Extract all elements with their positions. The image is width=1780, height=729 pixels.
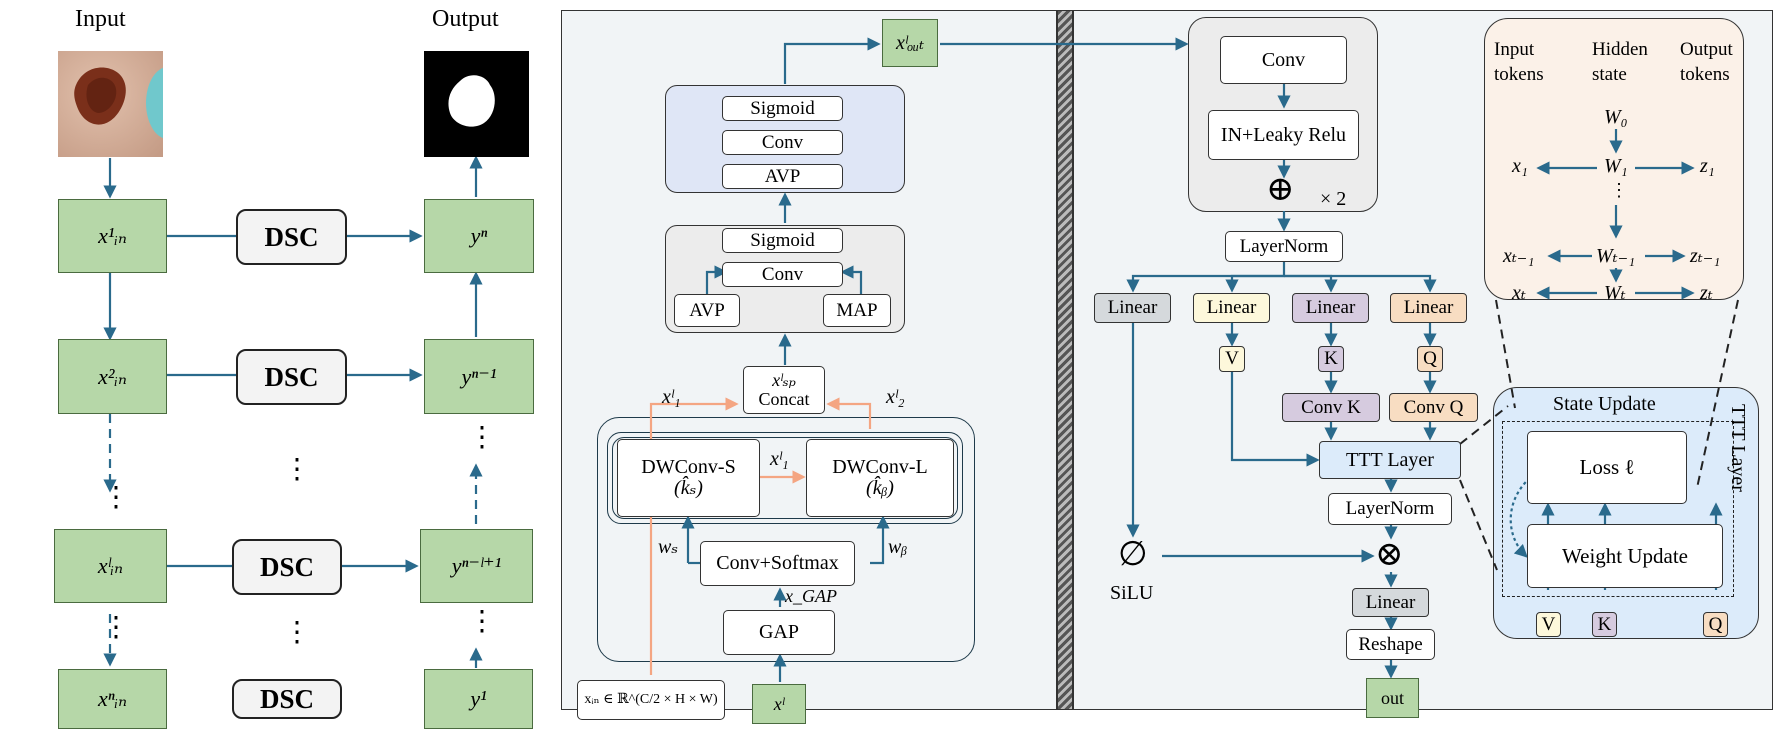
output-tokens-header: Output tokens bbox=[1680, 39, 1733, 85]
in-leaky-relu: IN+Leaky Relu bbox=[1208, 110, 1359, 160]
silu-label: SiLU bbox=[1110, 582, 1154, 604]
layernorm-bottom: LayerNorm bbox=[1328, 493, 1452, 525]
reshape-node: Reshape bbox=[1346, 629, 1435, 660]
k-token: K bbox=[1318, 346, 1344, 372]
ellipsis-right-2: ⋮ bbox=[468, 606, 496, 637]
ellipsis-dsc-1: ⋮ bbox=[283, 454, 311, 485]
map-mid: MAP bbox=[823, 294, 891, 327]
ellipsis-right-1: ⋮ bbox=[468, 422, 496, 453]
linear-q-branch: Linear bbox=[1390, 293, 1467, 323]
sigmoid-mid: Sigmoid bbox=[722, 228, 843, 253]
concat-node: xˡₛₚ Concat bbox=[743, 366, 825, 414]
x2-label: xˡ₂ bbox=[886, 386, 905, 408]
x1-label: xˡ₁ bbox=[662, 386, 681, 408]
dsc-block-1: DSC bbox=[236, 209, 347, 265]
w0-label: W₀ bbox=[1604, 106, 1628, 128]
ellipsis-left-1: ⋮ bbox=[102, 482, 130, 513]
input-dims-node: xᵢₙ ∈ ℝ^(C/2 × H × W) bbox=[577, 680, 725, 720]
xgap-label: x_GAP bbox=[785, 586, 837, 606]
dwconv-l-label: DWConv-L bbox=[832, 456, 928, 478]
ellipsis-dsc-2: ⋮ bbox=[283, 617, 311, 648]
ellipsis-left-2: ⋮ bbox=[102, 612, 130, 643]
concat-label: Concat bbox=[758, 389, 810, 409]
x-in-l-node: xˡᵢₙ bbox=[54, 529, 167, 603]
state-update-dashed bbox=[1502, 421, 1734, 597]
dwconv-s-node: DWConv-S (k̂ₛ) bbox=[617, 439, 760, 517]
gap-node: GAP bbox=[723, 610, 835, 655]
zt1-token: zₜ₋₁ bbox=[1690, 245, 1721, 267]
conv-k-node: Conv K bbox=[1282, 393, 1380, 422]
ttt-layer-node: TTT Layer bbox=[1319, 441, 1461, 479]
y-n-node: yⁿ bbox=[424, 199, 534, 273]
output-mask-image bbox=[424, 51, 529, 157]
sigmoid-top: Sigmoid bbox=[722, 96, 843, 121]
y-1-node: y¹ bbox=[424, 669, 533, 729]
dwconv-group bbox=[607, 432, 963, 524]
x-in-2-node: x²ᵢₙ bbox=[58, 339, 167, 414]
architecture-diagram: Input Output x¹ᵢₙ x²ᵢₙ xˡᵢₙ xⁿᵢₙ yⁿ yⁿ⁻¹… bbox=[54, 6, 1773, 729]
x-out-node: xˡₒᵤₜ bbox=[882, 19, 938, 67]
state-k-token: K bbox=[1592, 612, 1617, 637]
linear-k-branch: Linear bbox=[1292, 293, 1369, 323]
wt-label: Wₜ bbox=[1604, 282, 1626, 304]
loss-node: Loss ℓ bbox=[1527, 431, 1687, 504]
dsc-block-n: DSC bbox=[232, 679, 342, 719]
conv-mid: Conv bbox=[722, 262, 843, 287]
times-two-label: × 2 bbox=[1320, 188, 1347, 210]
zt-token: zₜ bbox=[1700, 282, 1713, 304]
dwconv-l-node: DWConv-L (k̂ᵦ) bbox=[806, 439, 954, 517]
conv-top: Conv bbox=[722, 130, 843, 155]
x1-mid-label: xˡ₁ bbox=[770, 448, 789, 470]
x-in-n-node: xⁿᵢₙ bbox=[58, 669, 167, 729]
dwconv-l-kernel: (k̂ᵦ) bbox=[866, 477, 894, 499]
linear-bottom: Linear bbox=[1352, 588, 1429, 617]
q-token: Q bbox=[1417, 346, 1443, 372]
linear-v-branch: Linear bbox=[1193, 293, 1270, 323]
input-lesion-image bbox=[58, 51, 163, 157]
dsc-block-l: DSC bbox=[232, 539, 342, 595]
dwconv-group-inner bbox=[612, 437, 958, 519]
z1-token: z₁ bbox=[1700, 155, 1715, 177]
x-in-1-node: x¹ᵢₙ bbox=[58, 199, 167, 273]
dwconv-s-kernel: (k̂ₛ) bbox=[674, 477, 703, 499]
ttt-ellipsis: ⋮ bbox=[1610, 180, 1628, 200]
v-token: V bbox=[1219, 346, 1245, 372]
ttt-detail-panel bbox=[1484, 18, 1744, 300]
conv-q-node: Conv Q bbox=[1389, 393, 1478, 422]
state-v-token: V bbox=[1536, 612, 1561, 637]
silu-gate-icon: ∅ bbox=[1118, 536, 1148, 573]
state-update-title: State Update bbox=[1553, 393, 1656, 415]
layernorm-top: LayerNorm bbox=[1225, 231, 1343, 262]
xl-bottom-node: xˡ bbox=[752, 684, 806, 724]
x1-token: x₁ bbox=[1512, 155, 1528, 177]
wb-label: wᵦ bbox=[888, 536, 908, 558]
conv-softmax-node: Conv+Softmax bbox=[700, 541, 855, 586]
ws-label: wₛ bbox=[658, 536, 679, 558]
multiply-icon: ⊗ bbox=[1375, 536, 1404, 573]
residual-plus-icon: ⊕ bbox=[1266, 171, 1295, 208]
state-q-token: Q bbox=[1703, 612, 1728, 637]
connector-lines bbox=[103, 37, 1739, 682]
dwconv-s-label: DWConv-S bbox=[641, 456, 736, 478]
w1-label: W₁ bbox=[1604, 155, 1628, 177]
avp-top: AVP bbox=[722, 164, 843, 189]
dsc-block-2: DSC bbox=[236, 349, 347, 405]
y-n-l-1-node: yⁿ⁻ˡ⁺¹ bbox=[420, 529, 533, 603]
y-n-1-node: yⁿ⁻¹ bbox=[424, 339, 534, 414]
xt-token: xₜ bbox=[1512, 282, 1526, 304]
input-tokens-header: Input tokens bbox=[1494, 39, 1544, 85]
ttt-layer-vertical: TTT Layer bbox=[1727, 404, 1749, 492]
avp-mid: AVP bbox=[674, 294, 740, 327]
linear-silu-branch: Linear bbox=[1094, 293, 1171, 323]
weight-update-node: Weight Update bbox=[1527, 524, 1723, 588]
input-title: Input bbox=[75, 6, 126, 32]
out-node: out bbox=[1366, 678, 1419, 718]
conv-right: Conv bbox=[1220, 36, 1347, 84]
concat-xsp-label: xˡₛₚ bbox=[772, 370, 796, 391]
wt1-label: Wₜ₋₁ bbox=[1596, 245, 1636, 267]
hidden-state-header: Hidden state bbox=[1592, 39, 1648, 85]
output-title: Output bbox=[432, 6, 499, 32]
xt1-token: xₜ₋₁ bbox=[1503, 245, 1535, 267]
